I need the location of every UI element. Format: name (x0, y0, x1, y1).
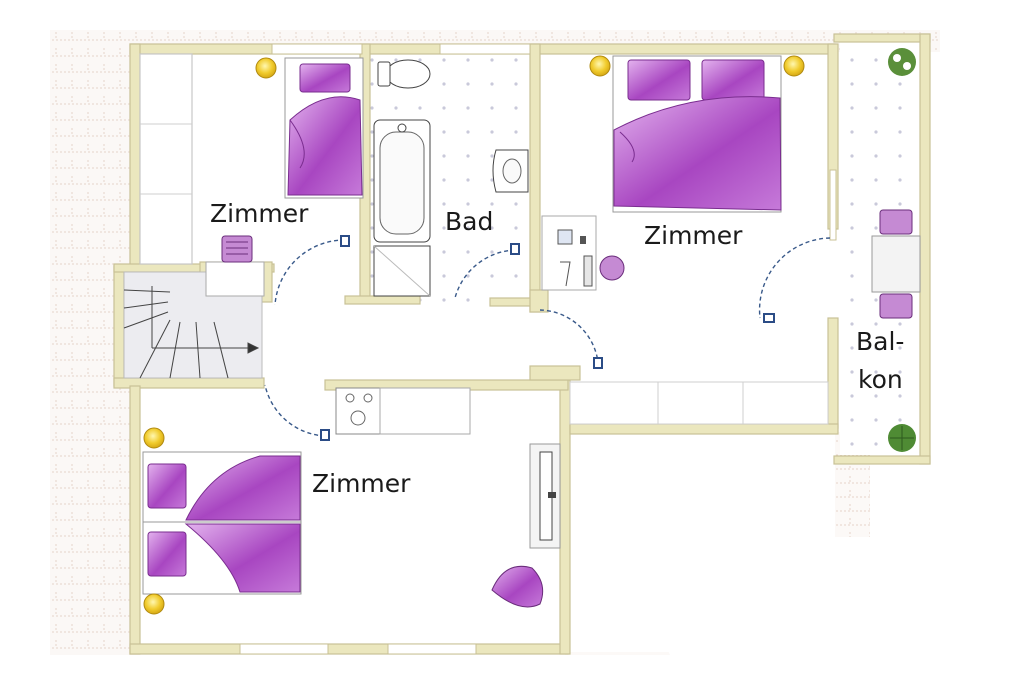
bathtub-icon (373, 119, 431, 243)
room-label-bottom-left: Zimmer (312, 469, 411, 498)
counter (379, 387, 471, 435)
lamp-icon (143, 427, 165, 449)
windows (239, 43, 837, 655)
bed-icon (142, 521, 302, 595)
built-in-cabinets (569, 381, 829, 425)
desk-icon (541, 215, 597, 291)
chair-icon (221, 235, 253, 263)
wardrobe (140, 123, 192, 195)
plant-icon (888, 48, 916, 76)
lamp-icon (783, 55, 805, 77)
lamp-icon (589, 55, 611, 77)
shower-icon (373, 245, 431, 297)
bed-icon (612, 55, 782, 213)
door-frames (320, 235, 775, 441)
sofa-icon (529, 443, 561, 549)
room-label-bathroom: Bad (445, 207, 493, 236)
room-label-top-left: Zimmer (210, 199, 309, 228)
bed-icon (142, 451, 302, 523)
doors (264, 237, 831, 437)
chair-icon (879, 209, 913, 235)
chair-icon (879, 293, 913, 319)
room-label-balcony-line1: Bal- (856, 327, 904, 356)
lamp-icon (143, 593, 165, 615)
balcony-table (871, 235, 921, 293)
lamp-icon (255, 57, 277, 79)
room-label-top-right: Zimmer (644, 221, 743, 250)
chair-icon (599, 255, 625, 281)
sink-icon (492, 149, 529, 193)
plant-icon (888, 424, 916, 452)
toilet-icon (377, 59, 431, 89)
chair-icon (491, 565, 544, 608)
stove-icon (335, 387, 381, 435)
bed-icon (284, 57, 364, 199)
room-label-balcony-line2: kon (858, 365, 903, 394)
desk-icon (205, 261, 265, 297)
